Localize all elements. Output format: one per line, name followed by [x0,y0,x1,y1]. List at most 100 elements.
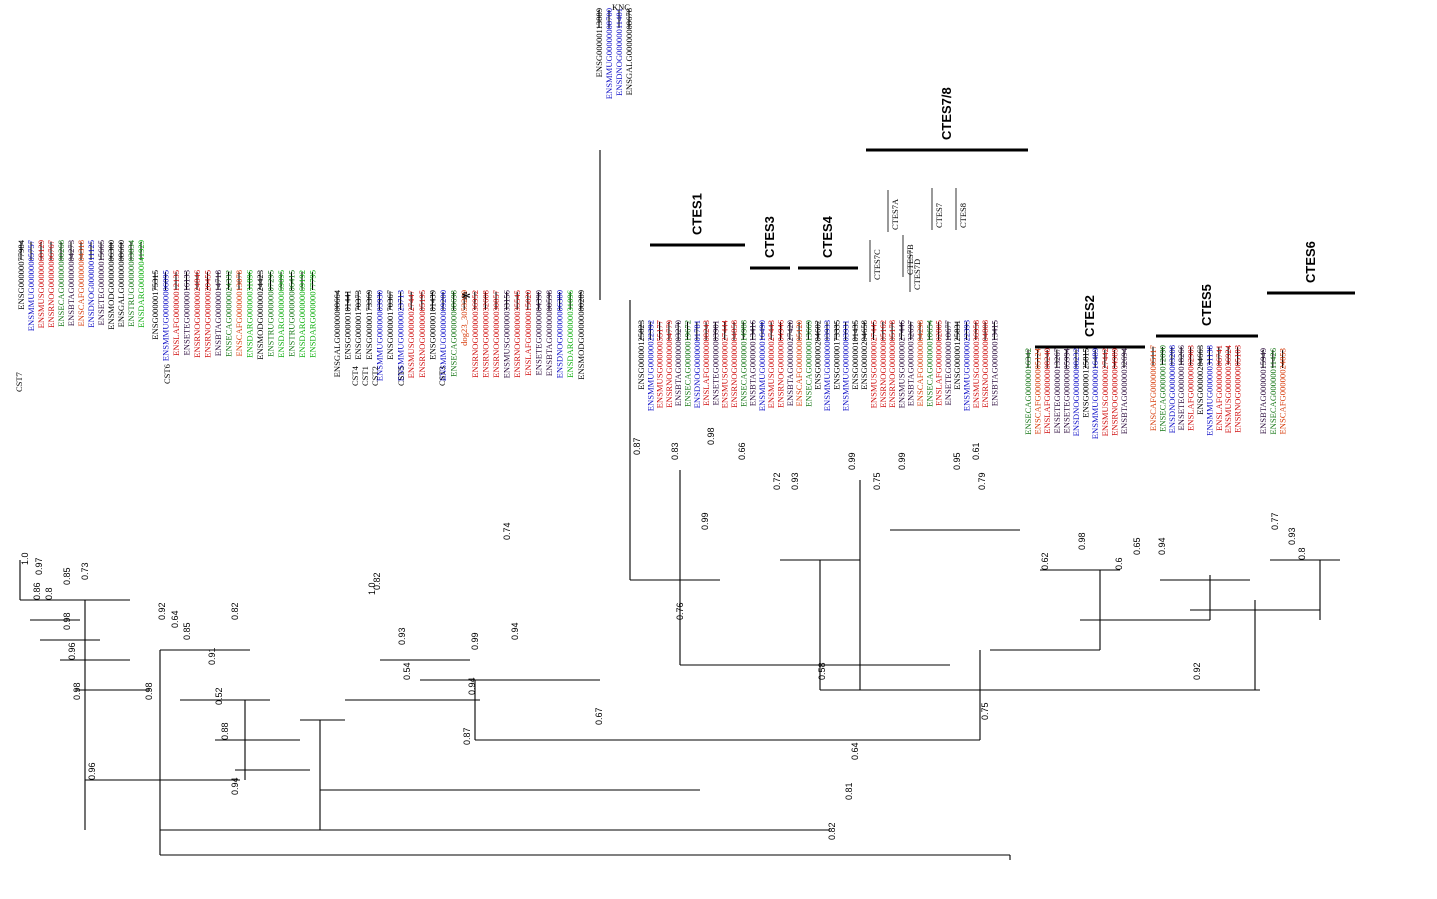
support-value: 0.82 [372,572,382,590]
support-value: 0.82 [827,822,837,840]
leaf-label: ENSDNOG00000011125 [86,240,96,328]
clade-label: CTES5 [1199,284,1214,326]
support-value: 0.93 [790,472,800,490]
support-value: 0.99 [897,452,907,470]
support-value: 0.75 [872,472,882,490]
support-value: 0.85 [62,567,72,585]
leaf-label: ENSG00000173335 [831,320,841,390]
leaf-label: ENSETEG00000016133 [182,270,192,355]
leaf-label: ENSRNOG00000005195 [417,290,427,378]
leaf-label: ENSMUSG00000036924 [1223,344,1233,433]
support-value: 0.74 [502,522,512,540]
subclade-label: CTES7A [890,198,900,230]
support-value: 0.99 [470,632,480,650]
leaf-label: ENSECAG00000011426 [1268,347,1278,434]
leaf-label: ENSCAFG00000005120 [794,320,804,406]
leaf-label: ENSTRUG00000006415 [287,270,297,357]
leaf-label: ENSECAG00000000268 [56,240,66,327]
leaf-label: ENSBTAG00000032694 [1119,347,1129,434]
leaf-label: ENSMODG00000000289 [576,290,586,380]
leaf-label: ENSMMUG00000023713 [396,290,406,381]
clade-label: CTES6 [1303,241,1318,283]
support-value: 0.8 [1297,547,1307,560]
clade-label: CTES7/8 [939,87,954,140]
leaf-label: ENSDARG00000077795 [308,270,318,358]
leaf-label: ENSG00000125831 [952,320,962,390]
leaf-label: ENSMUSG00000027445 [869,320,879,408]
leaf-label: ENSMMUG00000008700 [604,8,614,99]
cst-label: CST7 [14,372,24,392]
clade-label: CTES3 [762,216,777,258]
leaf-label: ENSMMUG00000003931 [841,320,851,411]
support-value: 0.82 [230,602,240,620]
leaf-label: ENSCAFG00000013078 [234,270,244,356]
support-value: 0.77 [1270,512,1280,530]
support-value: 0.76 [675,602,685,620]
leaf-label: ENSCAFG00000004298 [915,320,925,406]
leaf-label: ENSRNOG00000020455 [203,270,213,358]
support-value: 1.0 [367,582,377,595]
support-value: 0.64 [170,610,180,628]
leaf-label: ENSECAG00000024332 [224,270,234,357]
leaf-label: ENSLAFG00000015020 [523,290,533,376]
leaf-label: ENSETEG00000003901 [710,320,720,405]
leaf-label: ENSG00000204658 [859,320,869,390]
leaf-label: ENSCAFG00000005117 [1148,344,1158,431]
leaf-label: ENSG00000175315 [150,270,160,340]
leaf-label: ENSMUSG00000027444 [720,319,730,408]
leaf-label: ENSBTAG00000027420 [785,320,795,406]
leaf-label: ENSG00000101439 [427,290,437,360]
leaf-label: ENSRNOG00000005103 [1233,345,1243,433]
support-value: 0.94 [230,777,240,795]
leaf-label: ENSDARG00000041929 [136,240,146,328]
leaf-label: ENSGALG00000008660 [116,240,126,327]
leaf-label: ENSMMUG00000009200 [438,290,448,381]
leaf-label: ENSRNOG00000036952 [470,290,480,378]
support-value: 0.98 [72,682,82,700]
cst-label: CST2 [370,366,380,386]
leaf-label: ENSBTAG00000004273 [66,240,76,326]
leaf-label: ENSDARG00000069192 [297,270,307,358]
leaf-label: ENSG00000125815 [1081,348,1091,418]
leaf-label: ENSBTAG00000015949 [1258,348,1268,434]
leaf-label: ENSG00000077984 [16,239,26,309]
support-value: 0.67 [594,707,604,725]
leaf-label: ENSMMUG00000031138 [1204,345,1214,436]
support-value: 0.61 [971,442,981,460]
leaf-label: ENSMMUG00000022392 [645,320,655,411]
support-value: 0.66 [737,442,747,460]
leaf-label: ENSECAG00000013669 [803,320,813,407]
leaf-label: ENSG00000204663 [1195,345,1205,415]
leaf-label: ENSRNOG00000005162 [878,320,888,408]
support-value: 0.98 [706,427,716,445]
leaf-label: ENSRNOG00000032608 [480,290,490,378]
leaf-label: ENSG00000101441 [343,290,353,360]
support-value: 0.6 [1114,557,1124,570]
support-value: 0.58 [817,662,827,680]
leaf-label: ENSECAG00000008698 [449,290,459,377]
clade-label: CTES1 [690,193,705,235]
leaf-label: ENSMUSG00000027447 [406,289,416,378]
support-value: 0.88 [220,722,230,740]
support-value: 0.94 [467,677,477,695]
support-value: 0.62 [1040,552,1050,570]
leaf-label: ENSGALG00000008678 [624,8,634,95]
leaf-label: ENSETEG00000013267 [1052,347,1062,433]
leaf-label: ENSBTAG00000032697 [906,319,916,406]
leaf-label: ENSDNOG00000008232 [1071,348,1081,436]
leaf-label: ENSCAFG00000024853 [1278,348,1288,434]
leaf-label: ENSBTAG00000003270 [673,320,683,406]
leaf-label: ENSMMUG00000022393 [962,320,972,411]
leaf-label: ENSLAFG00000008240 [1042,348,1052,434]
support-value: 0.65 [1132,537,1142,555]
leaf-label: ENSGALG00000008664 [332,289,342,377]
support-value: 0.83 [670,442,680,460]
support-value: 0.52 [214,687,224,705]
support-value: 0.94 [1157,537,1167,555]
support-value: 0.92 [1192,662,1202,680]
leaf-label: ENSMMUG00000006095 [161,270,171,361]
leaf-label: ENSG00000170373 [353,290,363,360]
leaf-label: ENSCAFG00000004318 [76,240,86,326]
